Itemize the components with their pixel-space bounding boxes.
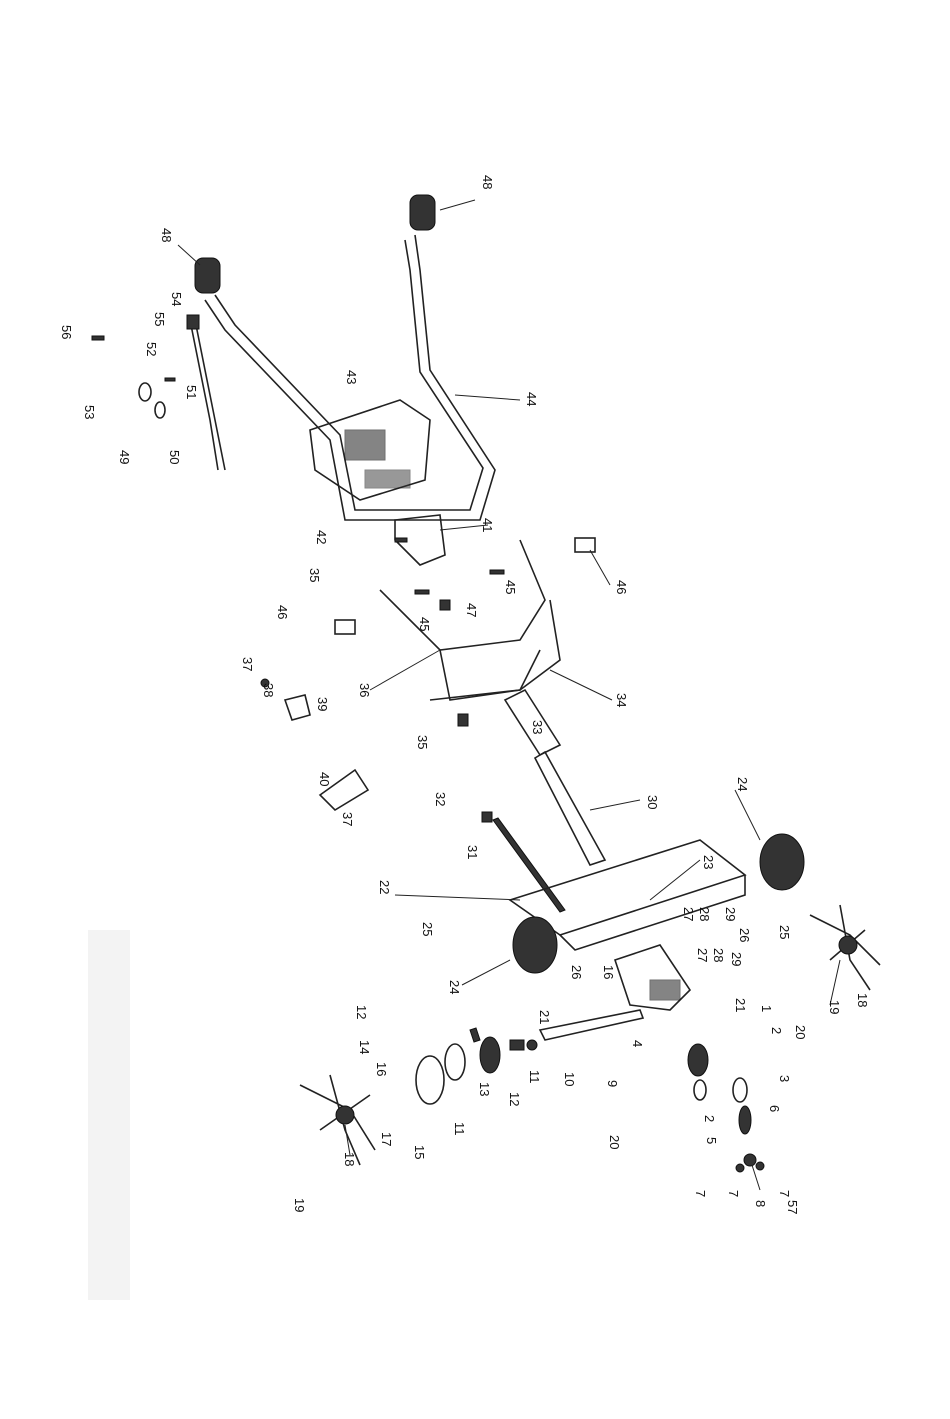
- label-35: 35: [307, 568, 322, 582]
- handlebar: [194, 194, 496, 521]
- grip-right: [409, 194, 436, 231]
- label-7: 7: [726, 1190, 741, 1197]
- label-24: 24: [735, 777, 750, 791]
- label-27: 27: [681, 907, 696, 921]
- control-parts: [260, 678, 370, 812]
- label-29: 29: [723, 907, 738, 921]
- label-11: 11: [527, 1070, 542, 1084]
- label-53: 53: [82, 405, 97, 419]
- label-28: 28: [711, 948, 726, 962]
- label-19: 19: [827, 1000, 842, 1014]
- small-parts-top: [91, 335, 596, 635]
- label-31: 31: [465, 845, 480, 859]
- label-23: 23: [701, 855, 716, 869]
- label-30: 30: [645, 795, 660, 809]
- label-21: 21: [537, 1010, 552, 1024]
- label-27: 27: [695, 948, 710, 962]
- label-39: 39: [315, 697, 330, 711]
- label-1: 1: [759, 1005, 774, 1012]
- label-45: 45: [503, 580, 518, 594]
- label-4: 4: [630, 1040, 645, 1047]
- label-24: 24: [447, 980, 462, 994]
- label-10: 10: [562, 1072, 577, 1086]
- label-29: 29: [729, 952, 744, 966]
- label-21: 21: [733, 998, 748, 1012]
- label-36: 36: [357, 683, 372, 697]
- leader-lines: [177, 199, 841, 1191]
- tines-right: [809, 904, 881, 991]
- label-20: 20: [793, 1025, 808, 1039]
- part-labels: 48 48 56 55 54 52 53 51 49 50 43 44 42 3…: [59, 175, 870, 1214]
- label-19: 19: [292, 1198, 307, 1212]
- label-8: 8: [753, 1200, 768, 1207]
- label-43: 43: [344, 370, 359, 384]
- label-32: 32: [433, 792, 448, 806]
- label-12: 12: [507, 1092, 522, 1106]
- label-7: 7: [693, 1190, 708, 1197]
- label-26: 26: [569, 965, 584, 979]
- label-18: 18: [342, 1152, 357, 1166]
- label-25: 25: [420, 922, 435, 936]
- label-46: 46: [275, 605, 290, 619]
- label-22: 22: [377, 880, 392, 894]
- gearbox: [538, 944, 692, 1041]
- label-47: 47: [464, 603, 479, 617]
- wheels: [512, 833, 805, 974]
- label-9: 9: [605, 1080, 620, 1087]
- label-41: 41: [480, 518, 495, 532]
- label-52: 52: [144, 342, 159, 356]
- label-13: 13: [477, 1082, 492, 1096]
- label-2: 2: [769, 1027, 784, 1034]
- drive-parts: [415, 1027, 765, 1173]
- label-16: 16: [601, 965, 616, 979]
- label-28: 28: [697, 907, 712, 921]
- label-37: 37: [240, 657, 255, 671]
- label-44: 44: [524, 392, 539, 406]
- label-42: 42: [314, 530, 329, 544]
- label-20: 20: [607, 1135, 622, 1149]
- label-11: 11: [452, 1122, 467, 1136]
- label-49: 49: [117, 450, 132, 464]
- label-17: 17: [379, 1132, 394, 1146]
- label-12: 12: [354, 1005, 369, 1019]
- label-26: 26: [737, 928, 752, 942]
- label-37: 37: [340, 812, 355, 826]
- label-57: 57: [785, 1200, 800, 1214]
- label-46: 46: [614, 580, 629, 594]
- frame: [379, 539, 561, 701]
- label-33: 33: [530, 720, 545, 734]
- label-40: 40: [317, 772, 332, 786]
- tines-left: [299, 1074, 376, 1166]
- label-15: 15: [412, 1145, 427, 1159]
- label-2: 2: [702, 1115, 717, 1122]
- scan-smudge: [88, 930, 130, 1300]
- label-25: 25: [777, 925, 792, 939]
- label-56: 56: [59, 325, 74, 339]
- label-55: 55: [152, 312, 167, 326]
- label-7: 7: [777, 1190, 792, 1197]
- label-34: 34: [614, 693, 629, 707]
- label-38: 38: [261, 683, 276, 697]
- label-54: 54: [169, 292, 184, 306]
- label-14: 14: [357, 1040, 372, 1054]
- cable: [186, 314, 226, 471]
- engine: [309, 399, 431, 501]
- label-6: 6: [767, 1105, 782, 1112]
- label-51: 51: [184, 385, 199, 399]
- label-18: 18: [855, 993, 870, 1007]
- label-35: 35: [415, 735, 430, 749]
- label-16: 16: [374, 1062, 389, 1076]
- label-48: 48: [159, 228, 174, 242]
- label-5: 5: [704, 1137, 719, 1144]
- label-50: 50: [167, 450, 182, 464]
- grip-left: [194, 257, 221, 294]
- label-48: 48: [480, 175, 495, 189]
- label-45: 45: [417, 617, 432, 631]
- label-3: 3: [777, 1075, 792, 1082]
